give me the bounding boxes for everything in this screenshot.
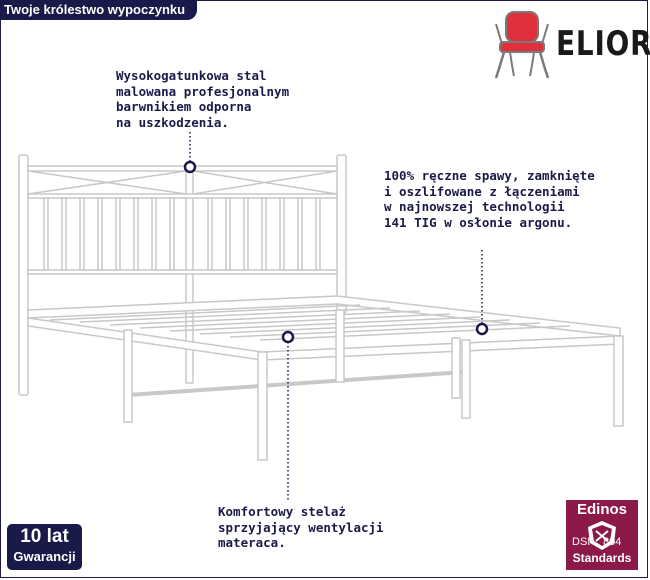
red-chair-icon (494, 11, 550, 79)
callout-marker-slats (281, 330, 295, 344)
warranty-years: 10 lat (20, 526, 69, 547)
certification-dsi: DSI (572, 536, 591, 548)
callout-steel-text: Wysokogatunkowa stal malowana profesjona… (116, 68, 290, 130)
callout-slats-text: Komfortowy stelaż sprzyjający wentylacji… (218, 504, 384, 550)
shield-icon (588, 521, 616, 550)
callout-marker-steel (183, 160, 197, 174)
callout-weld-text: 100% ręczne spawy, zamknięte i oszlifowa… (384, 168, 595, 230)
warranty-label: Gwarancji (13, 549, 76, 564)
brand-logo[interactable]: ELIOR (494, 10, 650, 80)
certification-badge: Edinos DSI 804 Standards (566, 500, 638, 570)
certification-standards: Standards (572, 551, 632, 565)
certification-code: 804 (603, 536, 622, 548)
warranty-badge: 10 lat Gwarancji (7, 524, 82, 570)
certification-emblem: DSI 804 (566, 519, 638, 551)
certification-name: Edinos (576, 501, 627, 518)
brand-name: ELIOR (556, 24, 650, 64)
callout-marker-weld (475, 322, 489, 336)
header-title: Twoje królestwo wypoczynku (0, 0, 198, 20)
